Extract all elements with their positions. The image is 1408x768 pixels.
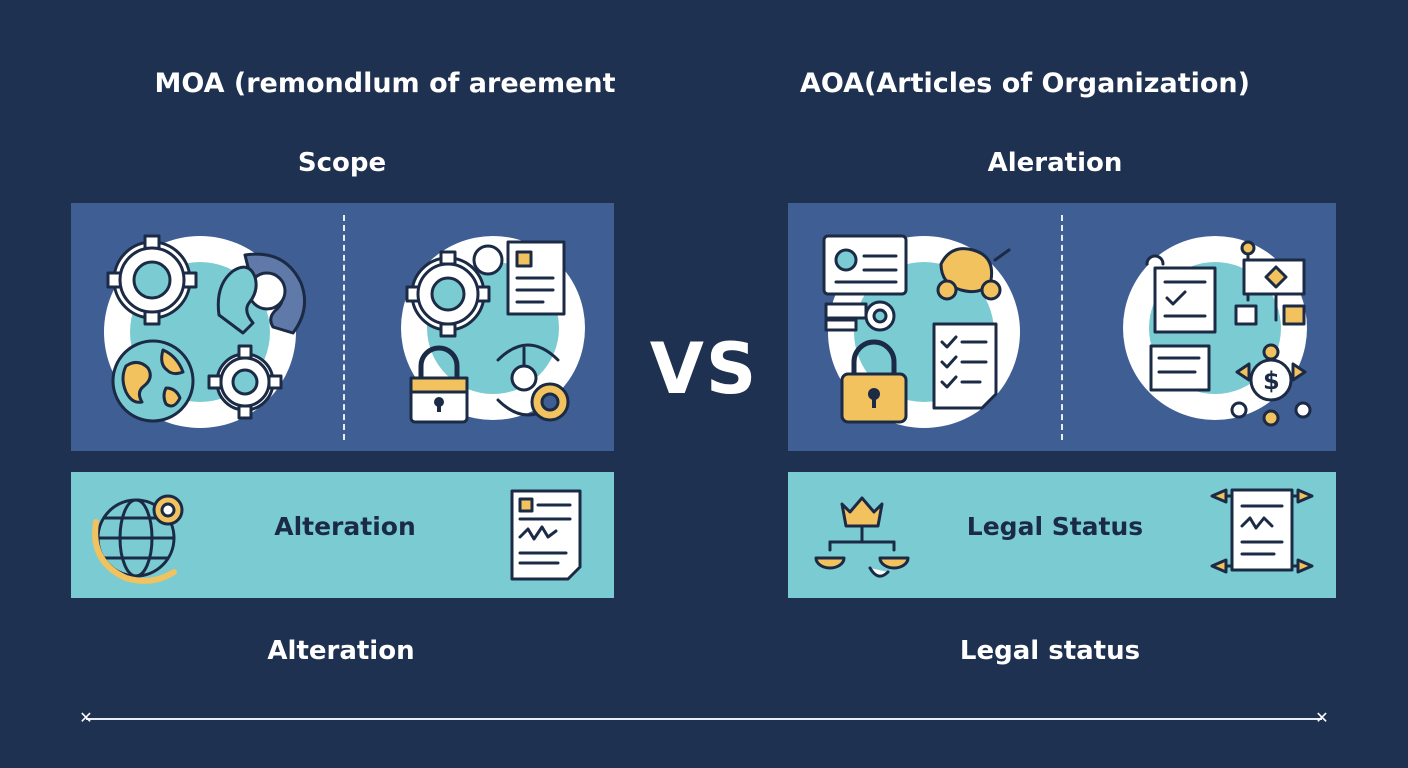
head-gear-icon: [216, 252, 307, 335]
padlock-icon: [409, 345, 469, 424]
svg-text:$: $: [1263, 367, 1280, 395]
scales-crown-icon: [814, 496, 910, 578]
aoa-subheading: Aleration: [987, 148, 1123, 178]
close-icon: ✕: [79, 708, 93, 727]
moa-caption: Alteration: [267, 636, 415, 666]
moa-subheading: Scope: [297, 148, 387, 178]
moa-heading: MOA (remondlum of areement: [154, 68, 616, 99]
moa-band-label: Alteration: [274, 512, 416, 541]
aoa-heading: AOA(Articles of Organization): [800, 68, 1250, 99]
aoa-caption: Legal status: [959, 636, 1141, 666]
key-icon: [824, 300, 896, 332]
globe-pin-icon: [92, 494, 184, 584]
globe-icon: [111, 339, 195, 423]
certificate-icon: [1234, 240, 1306, 326]
network-icon: [936, 247, 1011, 301]
aoa-band-label: Legal Status: [966, 512, 1144, 541]
dollar-network-icon: $: [1230, 343, 1312, 427]
bottom-divider-line: [86, 718, 1322, 720]
aoa-panel-divider: [1061, 215, 1063, 440]
padlock-icon: [840, 339, 908, 424]
checklist-document-icon: [401, 236, 585, 420]
contract-scroll-icon: [1210, 488, 1314, 574]
close-icon: ✕: [1315, 708, 1329, 727]
vs-label: VS: [649, 328, 759, 410]
moa-panel-divider: [343, 215, 345, 440]
cycle-arrows-icon: [496, 343, 570, 422]
checklist-document-icon: [932, 322, 998, 410]
signed-document-icon: [510, 489, 582, 581]
